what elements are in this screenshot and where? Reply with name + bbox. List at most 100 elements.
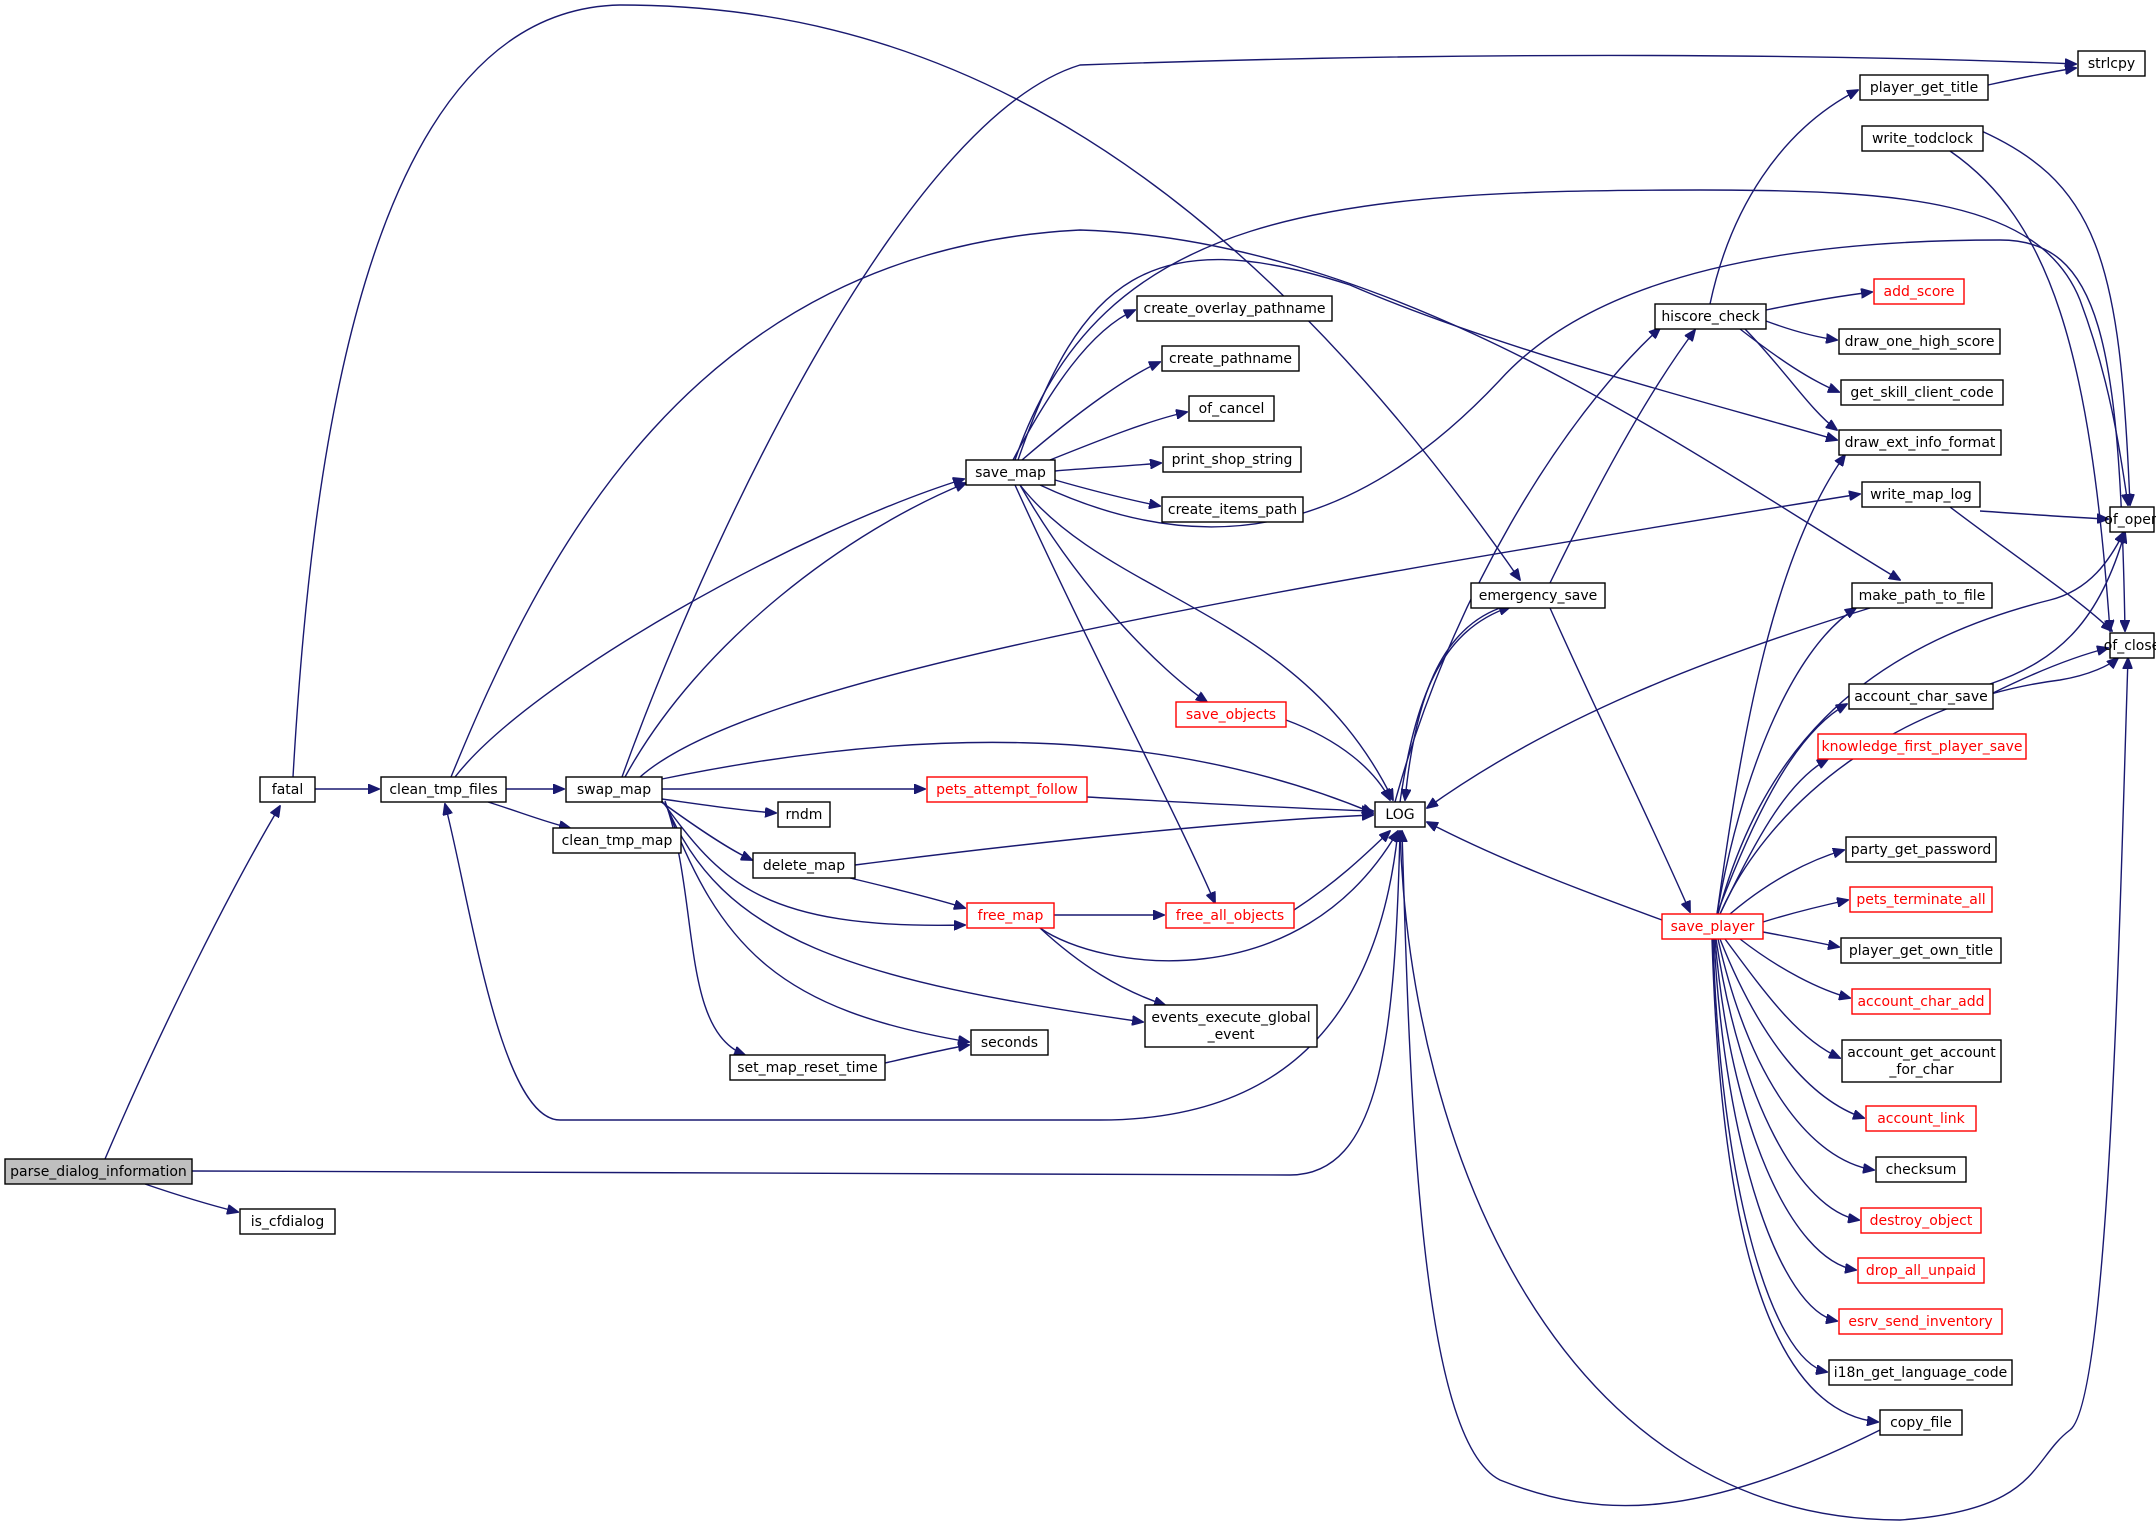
node-free_all_objects[interactable]: free_all_objects bbox=[1165, 902, 1295, 929]
node-make_path_to_file[interactable]: make_path_to_file bbox=[1851, 582, 1993, 609]
node-label: create_items_path bbox=[1168, 502, 1297, 518]
edge-save_player-to-copy_file bbox=[1711, 938, 1878, 1422]
node-clean_tmp_map[interactable]: clean_tmp_map bbox=[552, 827, 682, 854]
edge-write_todclock-to-of_open bbox=[1969, 125, 2130, 505]
node-account_get_account_for_char[interactable]: account_get_account_for_char bbox=[1841, 1039, 2002, 1083]
node-party_get_password[interactable]: party_get_password bbox=[1845, 836, 1997, 863]
edge-LOG-to-emergency_save bbox=[1399, 607, 1510, 803]
node-checksum[interactable]: checksum bbox=[1875, 1156, 1967, 1183]
node-destroy_object[interactable]: destroy_object bbox=[1860, 1207, 1982, 1234]
edge-save_player-to-party_get_password bbox=[1729, 850, 1844, 915]
node-player_get_title[interactable]: player_get_title bbox=[1859, 74, 1989, 101]
node-knowledge_first_player_save[interactable]: knowledge_first_player_save bbox=[1817, 733, 2027, 760]
node-free_map[interactable]: free_map bbox=[966, 902, 1055, 929]
node-add_score[interactable]: add_score bbox=[1873, 278, 1965, 305]
edge-account_char_save-to-of_close bbox=[1992, 648, 2108, 694]
edge-save_player-to-make_path_to_file bbox=[1716, 608, 1856, 915]
node-rndm[interactable]: rndm bbox=[777, 801, 831, 828]
node-box bbox=[1838, 328, 2001, 355]
node-label: player_get_own_title bbox=[1849, 943, 1993, 959]
node-label: parse_dialog_information bbox=[10, 1164, 187, 1180]
edge-parse_dialog_information-to-is_cfdialog bbox=[144, 1183, 238, 1212]
node-label: account_get_account bbox=[1847, 1045, 1996, 1061]
node-draw_ext_info_format[interactable]: draw_ext_info_format bbox=[1838, 429, 2002, 456]
edge-set_map_reset_time-to-seconds bbox=[884, 1045, 969, 1064]
node-label: esrv_send_inventory bbox=[1848, 1314, 1992, 1330]
edge-player_get_title-to-strlcpy bbox=[1987, 68, 2076, 86]
edge-emergency_save-to-hiscore_check bbox=[1549, 330, 1695, 584]
node-pets_attempt_follow[interactable]: pets_attempt_follow bbox=[926, 776, 1088, 803]
edge-delete_map-to-LOG bbox=[854, 815, 1373, 866]
node-copy_file[interactable]: copy_file bbox=[1879, 1409, 1963, 1436]
node-LOG[interactable]: LOG bbox=[1374, 801, 1426, 828]
node-esrv_send_inventory[interactable]: esrv_send_inventory bbox=[1838, 1308, 2003, 1335]
node-swap_map[interactable]: swap_map bbox=[565, 776, 663, 803]
node-fatal[interactable]: fatal bbox=[259, 776, 316, 803]
node-box bbox=[1828, 1359, 2013, 1386]
node-write_map_log[interactable]: write_map_log bbox=[1861, 481, 1981, 508]
node-get_skill_client_code[interactable]: get_skill_client_code bbox=[1840, 379, 2004, 406]
node-label: create_overlay_pathname bbox=[1144, 301, 1326, 317]
node-label: write_map_log bbox=[1870, 487, 1972, 503]
edge-parse_dialog_information-to-fatal bbox=[104, 806, 280, 1160]
node-seconds[interactable]: seconds bbox=[970, 1029, 1049, 1056]
node-create_pathname[interactable]: create_pathname bbox=[1161, 345, 1300, 372]
node-label: _for_char bbox=[1888, 1062, 1953, 1078]
node-label: save_player bbox=[1671, 919, 1755, 935]
node-drop_all_unpaid[interactable]: drop_all_unpaid bbox=[1857, 1257, 1985, 1284]
node-label: free_all_objects bbox=[1176, 908, 1284, 924]
node-strlcpy[interactable]: strlcpy bbox=[2077, 50, 2146, 77]
edge-swap_map-to-delete_map bbox=[659, 800, 752, 860]
node-draw_one_high_score[interactable]: draw_one_high_score bbox=[1838, 328, 2001, 355]
node-parse_dialog_information[interactable]: parse_dialog_information bbox=[4, 1158, 193, 1185]
node-account_char_add[interactable]: account_char_add bbox=[1851, 988, 1991, 1015]
node-print_shop_string[interactable]: print_shop_string bbox=[1162, 446, 1302, 473]
node-box bbox=[729, 1054, 886, 1081]
edge-swap_map-to-write_map_log bbox=[639, 494, 1860, 778]
node-box bbox=[239, 1208, 336, 1235]
node-box bbox=[1144, 1004, 1318, 1048]
node-box bbox=[1838, 1308, 2003, 1335]
node-of_close[interactable]: of_close bbox=[2104, 632, 2156, 659]
node-label: fatal bbox=[272, 782, 303, 798]
edge-save_player-to-account_char_save bbox=[1716, 704, 1847, 915]
node-events_execute_global_event[interactable]: events_execute_global_event bbox=[1144, 1004, 1318, 1048]
node-account_link[interactable]: account_link bbox=[1865, 1105, 1977, 1132]
node-label: pets_terminate_all bbox=[1856, 892, 1985, 908]
node-label: save_map bbox=[975, 465, 1046, 481]
node-emergency_save[interactable]: emergency_save bbox=[1470, 582, 1606, 609]
edge-save_player-to-esrv_send_inventory bbox=[1713, 938, 1837, 1321]
node-i18n_get_language_code[interactable]: i18n_get_language_code bbox=[1828, 1359, 2013, 1386]
node-hiscore_check[interactable]: hiscore_check bbox=[1654, 303, 1767, 330]
node-save_map[interactable]: save_map bbox=[965, 459, 1056, 486]
node-box bbox=[1161, 345, 1300, 372]
node-pets_terminate_all[interactable]: pets_terminate_all bbox=[1849, 886, 1993, 913]
node-box bbox=[966, 902, 1055, 929]
edge-swap_map-to-strlcpy bbox=[621, 54, 2076, 778]
node-box bbox=[1136, 295, 1333, 322]
node-is_cfdialog[interactable]: is_cfdialog bbox=[239, 1208, 336, 1235]
node-box bbox=[1654, 303, 1767, 330]
node-create_overlay_pathname[interactable]: create_overlay_pathname bbox=[1136, 295, 1333, 322]
node-clean_tmp_files[interactable]: clean_tmp_files bbox=[380, 776, 507, 803]
node-label: account_link bbox=[1877, 1111, 1965, 1127]
edge-free_map-to-events_execute_global_event bbox=[1039, 927, 1165, 1005]
node-write_todclock[interactable]: write_todclock bbox=[1861, 125, 1984, 152]
edge-hiscore_check-to-player_get_title bbox=[1709, 90, 1858, 305]
node-save_player[interactable]: save_player bbox=[1661, 913, 1764, 940]
node-box bbox=[1859, 74, 1989, 101]
node-save_objects[interactable]: save_objects bbox=[1175, 701, 1287, 728]
node-account_char_save[interactable]: account_char_save bbox=[1848, 683, 1994, 710]
edge-save_map-to-of_open bbox=[1014, 189, 2128, 505]
edge-emergency_save-to-save_player bbox=[1549, 607, 1690, 912]
node-set_map_reset_time[interactable]: set_map_reset_time bbox=[729, 1054, 886, 1081]
edge-swap_map-to-LOG bbox=[661, 741, 1373, 813]
edge-save_player-to-checksum bbox=[1717, 938, 1874, 1170]
edge-swap_map-to-events_execute_global_event bbox=[664, 801, 1143, 1022]
node-of_open[interactable]: of_open bbox=[2104, 506, 2156, 533]
node-create_items_path[interactable]: create_items_path bbox=[1161, 496, 1304, 523]
node-of_cancel[interactable]: of_cancel bbox=[1188, 395, 1275, 422]
node-delete_map[interactable]: delete_map bbox=[752, 852, 856, 879]
node-player_get_own_title[interactable]: player_get_own_title bbox=[1840, 937, 2002, 964]
edge-LOG-to-hiscore_check bbox=[1394, 328, 1660, 803]
